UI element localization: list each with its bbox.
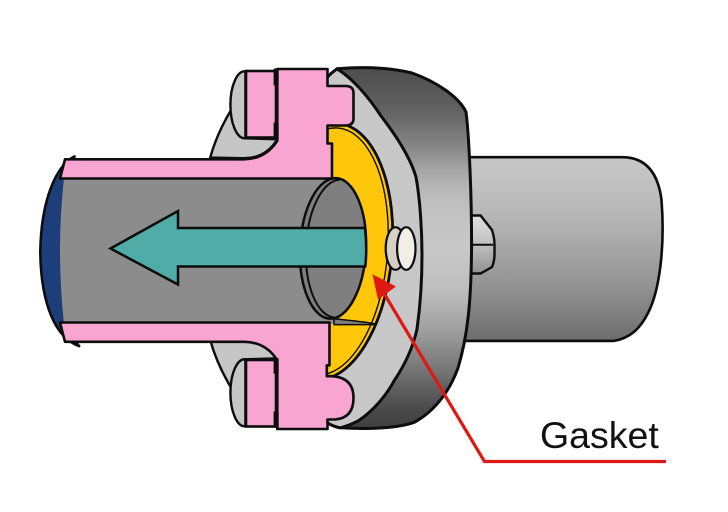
svg-text:Gasket: Gasket bbox=[540, 414, 659, 456]
